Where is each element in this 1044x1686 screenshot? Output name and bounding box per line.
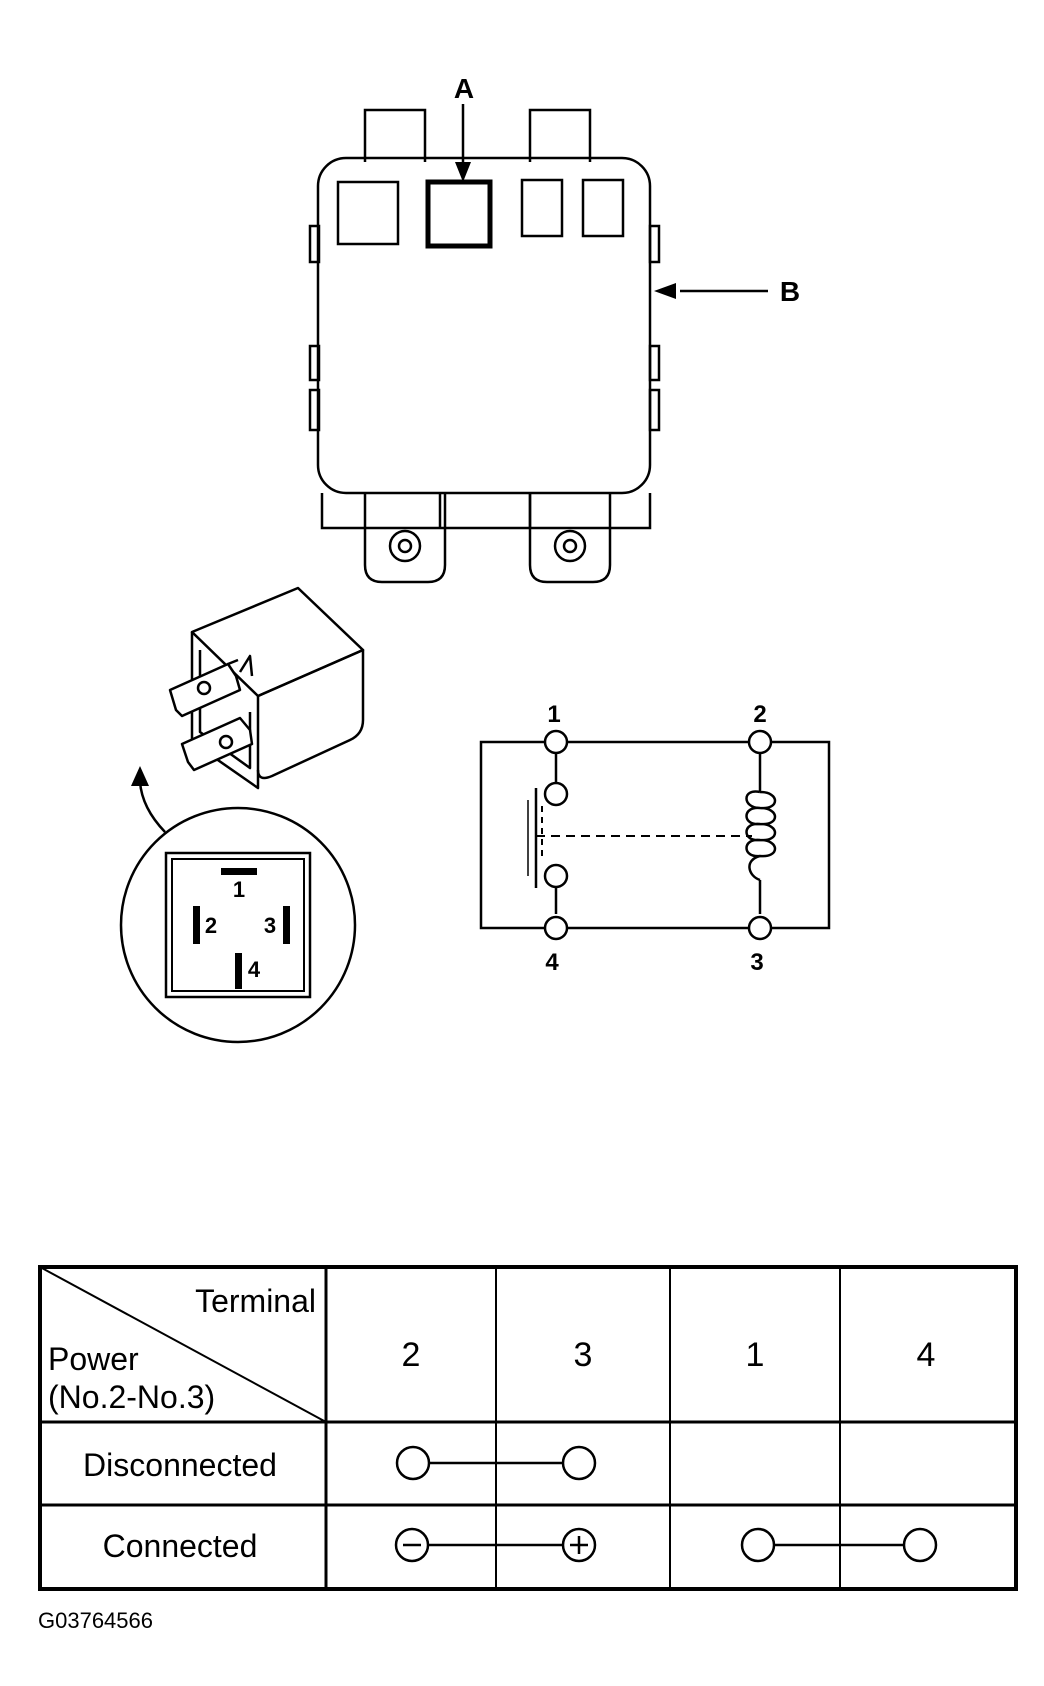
schematic-pin-2: 2 [753, 701, 766, 728]
pin-slot-3 [283, 906, 290, 944]
header-power-range: (No.2-No.3) [48, 1379, 215, 1415]
switch-contact-lower [543, 863, 569, 889]
terminal-node [740, 1527, 776, 1563]
pin-slot-4 [235, 953, 242, 989]
continuity-2-3-connected [394, 1527, 597, 1563]
terminal-3 [747, 915, 773, 941]
terminal-2 [747, 729, 773, 755]
header-power: Power [48, 1341, 139, 1377]
continuity-1-4-connected [740, 1527, 938, 1563]
column-header: 3 [574, 1336, 593, 1374]
relay-3d-view [168, 586, 365, 790]
pin-label-3: 3 [264, 913, 276, 938]
arrow-left-icon [654, 283, 676, 299]
continuity-table: Terminal Power (No.2-No.3) 2 3 1 4 Disco… [38, 1265, 1018, 1591]
pin-label-1: 1 [233, 877, 245, 902]
relay-schematic: 1 2 3 4 [479, 701, 831, 976]
relay-socket [581, 178, 625, 238]
relay-pinout-view: 1 2 3 4 [119, 806, 357, 1044]
relay-socket [520, 178, 564, 238]
pin-slot-1 [221, 868, 257, 875]
relay-socket [336, 180, 400, 246]
pin-label-4: 4 [248, 957, 261, 982]
terminal-node [902, 1527, 938, 1563]
pin-label-2: 2 [205, 913, 217, 938]
relay-socket-row [336, 178, 625, 249]
column-header: 2 [402, 1336, 421, 1374]
figure-id: G03764566 [38, 1608, 153, 1633]
callout-a: A [454, 73, 474, 182]
relay-socket-a [425, 179, 493, 249]
schematic-pin-1: 1 [547, 701, 560, 728]
fuse-box [308, 108, 661, 584]
terminal-1 [543, 729, 569, 755]
switch-contact-upper [543, 781, 569, 807]
column-header: 4 [917, 1336, 936, 1374]
label-b: B [780, 276, 800, 307]
schematic-pin-3: 3 [750, 949, 763, 976]
header-terminal: Terminal [195, 1283, 316, 1319]
callout-b: B [654, 276, 800, 307]
terminal-node [561, 1445, 597, 1481]
schematic-pin-4: 4 [545, 949, 559, 976]
column-header: 1 [746, 1336, 765, 1374]
continuity-2-3-disconnected [395, 1445, 597, 1481]
row-label-connected: Connected [103, 1528, 258, 1564]
arrow-up-icon [131, 766, 149, 786]
terminal-4 [543, 915, 569, 941]
terminal-node [395, 1445, 431, 1481]
pin-slot-2 [193, 906, 200, 944]
row-label-disconnected: Disconnected [83, 1447, 277, 1483]
header-diagonal [39, 1266, 327, 1423]
label-a: A [454, 73, 474, 104]
arrow-down-icon [455, 162, 471, 182]
coil [745, 790, 777, 882]
view-arrow [131, 766, 166, 833]
